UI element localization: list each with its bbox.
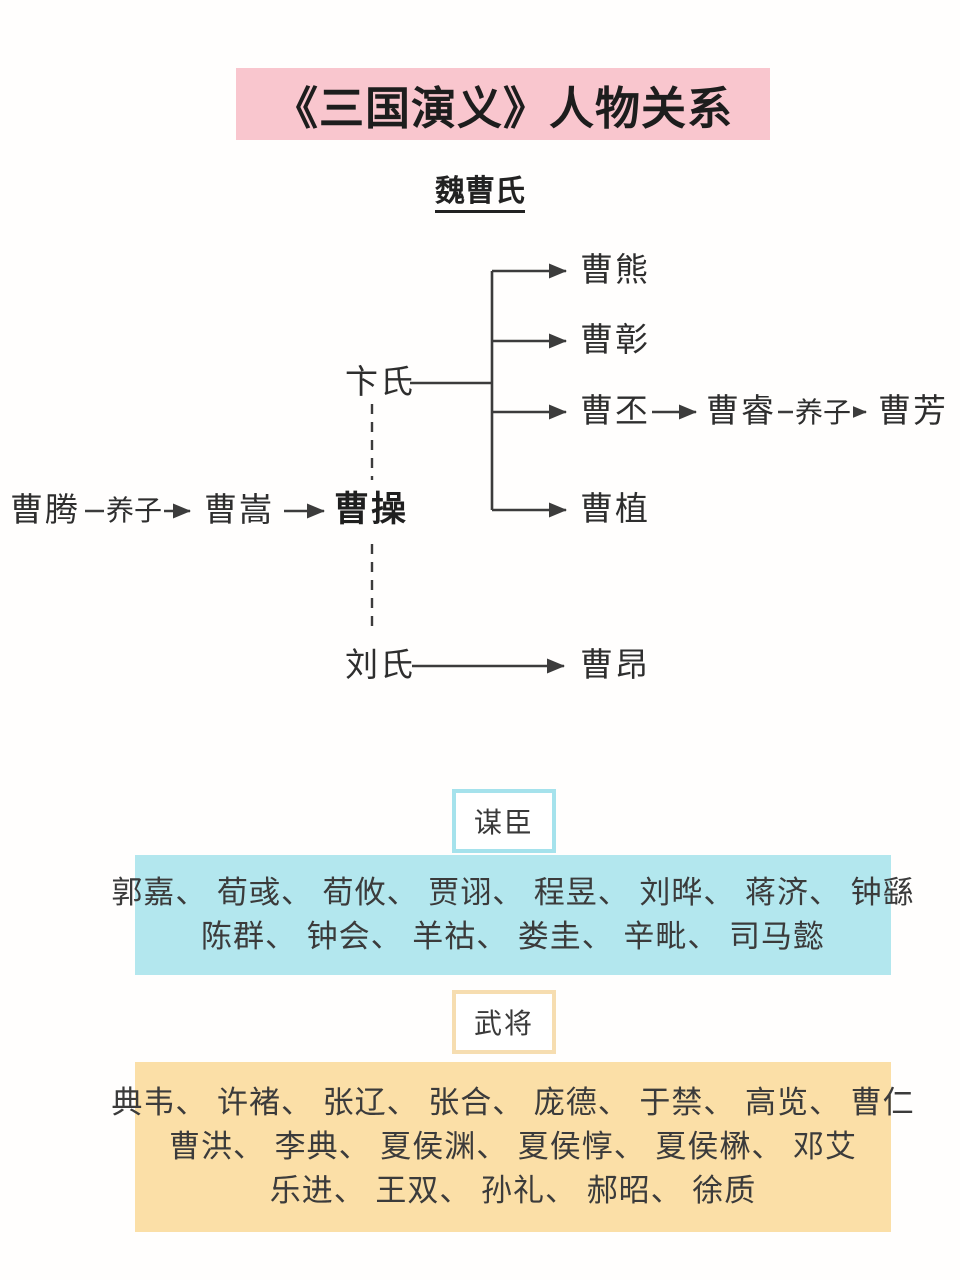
advisors-box: 郭嘉、 荀彧、 荀攸、 贾诩、 程昱、 刘晔、 蒋济、 钟繇 陈群、 钟会、 羊… [111,855,914,975]
node-cao-zhang: 曹彰 [580,321,650,358]
page-title: 《三国演义》人物关系 [272,83,733,134]
subtitle-wrap: 魏曹氏 [0,166,960,213]
node-cao-cao: 曹操 [334,490,409,529]
generals-line-1: 典韦、 许褚、 张辽、 张合、 庞德、 于禁、 高览、 曹仁 [111,1085,915,1120]
node-cao-teng: 曹腾 [10,491,80,528]
node-liu-shi: 刘氏 [345,646,415,683]
advisors-label: 谋臣 [473,807,534,838]
section-subtitle: 魏曹氏 [435,175,525,213]
node-cao-xiong: 曹熊 [580,251,650,288]
node-cao-song: 曹嵩 [204,491,274,528]
node-cao-fang: 曹芳 [878,392,948,429]
generals-label-box: 武将 [452,990,556,1054]
generals-box: 典韦、 许褚、 张辽、 张合、 庞德、 于禁、 高览、 曹仁 曹洪、 李典、 夏… [111,1062,914,1232]
node-cao-pi: 曹丕 [580,392,650,429]
advisors-label-box: 谋臣 [452,789,556,853]
adoption-label-1: 养子 [104,495,165,527]
generals-line-2: 曹洪、 李典、 夏侯渊、 夏侯惇、 夏侯楙、 邓艾 [168,1129,858,1164]
node-cao-ang: 曹昂 [580,646,650,683]
node-bian-shi: 卞氏 [345,363,415,400]
generals-label: 武将 [473,1008,534,1039]
node-cao-zhi: 曹植 [580,490,650,527]
adoption-label-2: 养子 [793,397,854,429]
advisors-line-1: 郭嘉、 荀彧、 荀攸、 贾诩、 程昱、 刘晔、 蒋济、 钟繇 [111,875,915,910]
node-cao-rui: 曹睿 [706,392,776,429]
advisors-line-2: 陈群、 钟会、 羊祜、 娄圭、 辛毗、 司马懿 [200,919,826,954]
generals-line-3: 乐进、 王双、 孙礼、 郝昭、 徐质 [269,1173,757,1208]
title-banner: 《三国演义》人物关系 [236,68,770,140]
